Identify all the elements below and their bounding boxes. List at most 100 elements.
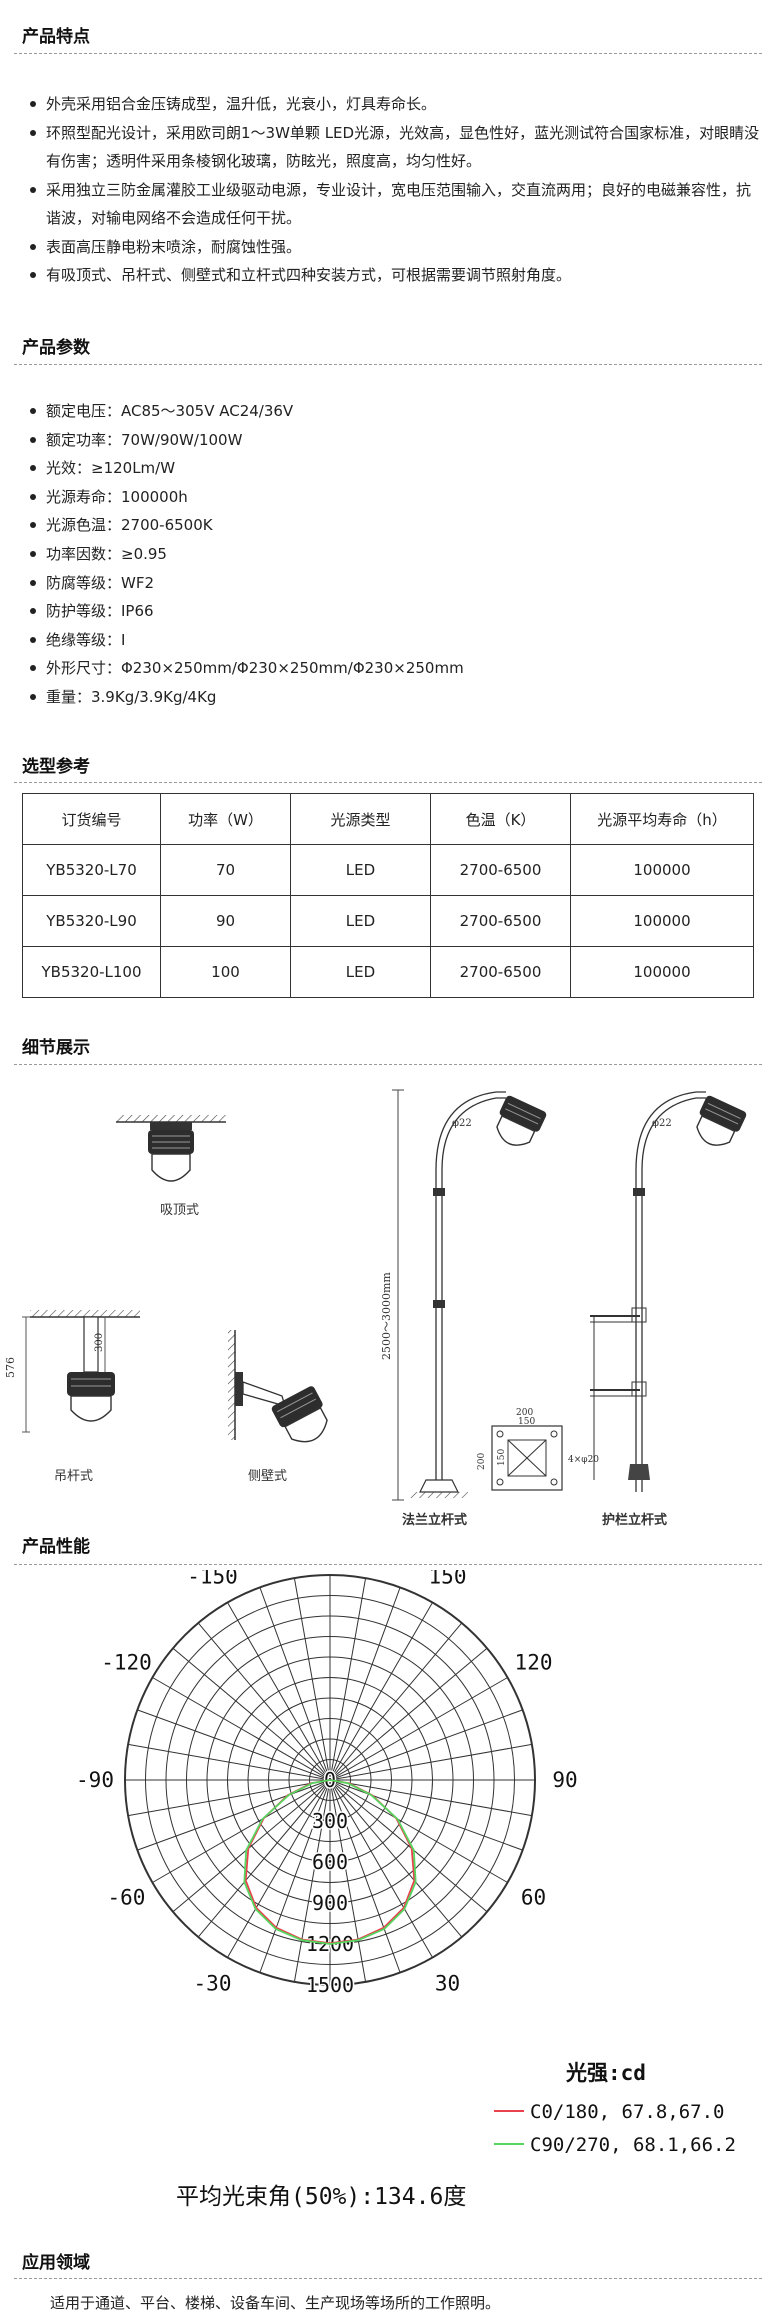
chart-caption: 平均光束角(50%):134.6度 [176,2184,466,2210]
grid-spoke [329,1779,532,1817]
ceiling-mount-drawing: 吸顶式 [116,1115,226,1218]
table-cell: 100 [160,946,291,998]
section-divider [14,1064,762,1065]
list-item: 额定电压：AC85～305V AC24/36V [28,397,763,426]
grid-spoke [329,1578,367,1781]
polar-grid [124,1574,536,1986]
grid-spoke [227,1779,331,1958]
grid-spoke [329,1622,463,1781]
table-cell: 70 [160,844,291,896]
table-header-cell: 功率（W） [160,793,291,845]
radial-tick-label: 600 [312,1850,348,1874]
table-cell: 100000 [570,844,754,896]
grid-spoke [137,1709,331,1781]
installation-drawings: 吸顶式 576 300 吊杆式 [0,1060,776,1530]
wall-caption: 侧壁式 [248,1469,287,1484]
grid-spoke [329,1677,508,1781]
detail-title: 细节展示 [22,1038,90,1058]
flange-pole-drawing: 2500～3000mm φ22 法兰立杆式 [380,1089,547,1528]
table-cell: LED [290,946,431,998]
grid-spoke [329,1779,463,1938]
table-row: YB5320-L90 90 LED 2700-6500 100000 [22,895,754,947]
section-divider [14,53,762,54]
grid-spoke [329,1647,488,1781]
dim-300: 300 [94,1333,105,1352]
flange-plate-detail: 200 150 200 150 4×φ20 [477,1408,599,1491]
radial-tick-label: 900 [312,1891,348,1915]
angle-label: -120 [101,1651,152,1675]
rail-pole-caption: 护栏立杆式 [602,1512,667,1528]
grid-spoke [259,1779,331,1973]
legend-series-c0: C0/180, 67.8,67.0 [530,2101,724,2123]
table-cell: 100000 [570,895,754,947]
pendant-caption: 吊杆式 [54,1469,93,1484]
table-cell: YB5320-L70 [22,844,161,896]
grid-spoke [329,1779,433,1958]
dim-150: 150 [518,1417,535,1427]
section-divider [14,1564,762,1565]
angle-label: -30 [194,1972,232,1996]
grid-spoke [172,1779,331,1913]
grid-spoke [329,1587,401,1781]
grid-spoke [329,1779,508,1883]
features-list: 外壳采用铝合金压铸成型，温升低，光衰小，灯具寿命长。环照型配光设计，采用欧司朗1… [28,90,763,290]
grid-spoke [329,1779,367,1982]
grid-spoke [329,1779,488,1913]
table-row: YB5320-L100 100 LED 2700-6500 100000 [22,946,754,998]
dim-200-b: 200 [477,1453,487,1470]
grid-spoke [128,1779,331,1817]
list-item: 防腐等级：WF2 [28,569,763,598]
table-cell: 2700-6500 [430,946,571,998]
rail-pole-drawing: φ22 护栏立杆式 [590,1091,747,1528]
grid-spoke [329,1709,523,1781]
radial-tick-label: 300 [312,1809,348,1833]
table-cell: 90 [160,895,291,947]
grid-spoke [329,1779,523,1851]
grid-spoke [137,1779,331,1851]
angle-label: -150 [187,1570,238,1588]
list-item: 绝缘等级：I [28,626,763,655]
list-item: 光源色温：2700-6500K [28,511,763,540]
params-title: 产品参数 [22,338,90,358]
list-item: 外形尺寸：Φ230×250mm/Φ230×250mm/Φ230×250mm [28,654,763,683]
list-item: 重量：3.9Kg/3.9Kg/4Kg [28,683,763,712]
list-item: 采用独立三防金属灌胶工业级驱动电源，专业设计，宽电压范围输入，交直流两用；良好的… [28,176,763,233]
legend-title: 光强:cd [565,2061,646,2085]
grid-spoke [172,1647,331,1781]
angle-label: 150 [429,1570,467,1588]
dim-pole-height: 2500～3000mm [380,1272,393,1360]
table-header-row: 订货编号 功率（W） 光源类型 色温（K） 光源平均寿命（h） [22,793,754,845]
angle-label: 60 [521,1886,546,1910]
legend-series-c90: C90/270, 68.1,66.2 [530,2134,736,2156]
table-cell: 2700-6500 [430,895,571,947]
table-cell: YB5320-L100 [22,946,161,998]
grid-spoke [329,1602,433,1781]
grid-spoke [152,1779,331,1883]
ceiling-caption: 吸顶式 [160,1203,199,1218]
performance-title: 产品性能 [22,1537,90,1557]
radial-tick-label: 1500 [306,1973,354,1997]
list-item: 表面高压静电粉末喷涂，耐腐蚀性强。 [28,233,763,262]
wall-mount-drawing: 侧壁式 [228,1330,328,1484]
list-item: 环照型配光设计，采用欧司朗1～3W单颗 LED光源，光效高，显色性好，蓝光测试符… [28,119,763,176]
dim-phi22-b: φ22 [652,1118,672,1129]
table-row: YB5320-L70 70 LED 2700-6500 100000 [22,844,754,896]
section-divider [14,2278,762,2279]
selection-title: 选型参考 [22,757,90,777]
angle-label: -90 [76,1768,114,1792]
dim-phi22-a: φ22 [452,1118,472,1129]
table-header-cell: 光源平均寿命（h） [570,793,754,845]
flange-pole-caption: 法兰立杆式 [402,1512,467,1528]
dim-576: 576 [4,1357,17,1378]
angle-label: 90 [552,1768,577,1792]
application-text: 适用于通道、平台、楼梯、设备车间、生产现场等场所的工作照明。 [50,2294,501,2312]
series-curve-1 [243,1779,417,1945]
angle-label: 120 [515,1651,553,1675]
grid-spoke [152,1677,331,1781]
angle-label: -60 [108,1886,146,1910]
section-divider [14,364,762,365]
list-item: 光效：≥120Lm/W [28,454,763,483]
